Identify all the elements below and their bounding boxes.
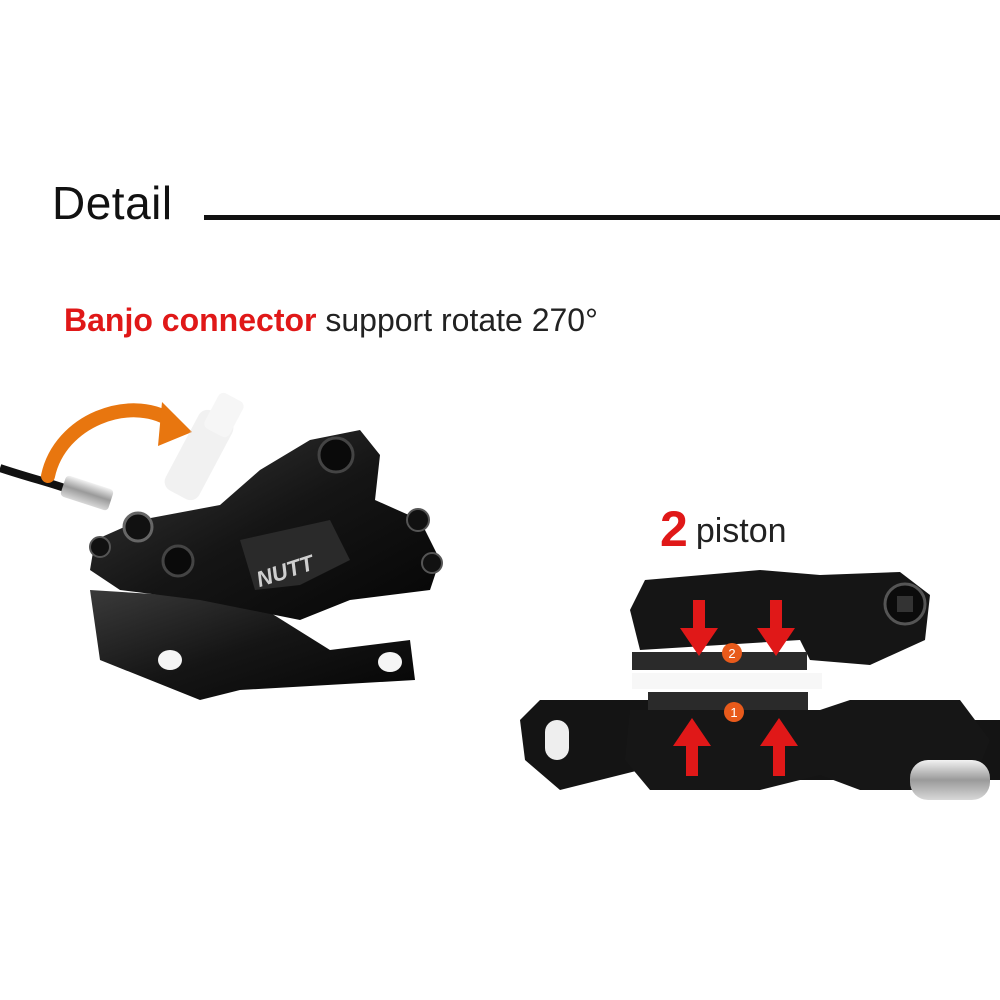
piston-marker-1-label: 1 bbox=[730, 705, 737, 720]
piston-label: piston bbox=[695, 512, 787, 550]
arrow-bottom-right-shaft bbox=[773, 744, 785, 776]
arrow-top-left-head bbox=[680, 628, 718, 656]
brake-pad-top bbox=[632, 652, 807, 670]
piston-arrows bbox=[673, 600, 798, 776]
hose-fitting bbox=[60, 475, 114, 511]
bracket-hole bbox=[378, 652, 402, 672]
banjo-caption-highlight: Banjo connector bbox=[64, 302, 317, 338]
caliper-bolt bbox=[89, 536, 111, 558]
brake-pad-bottom bbox=[648, 692, 808, 710]
banjo-caption-text: support rotate 270° bbox=[316, 302, 598, 338]
arrow-top-right-shaft bbox=[770, 600, 782, 630]
section-title: Detail bbox=[52, 177, 173, 229]
piston-marker-2 bbox=[722, 643, 742, 663]
rotate-arrow bbox=[41, 403, 177, 483]
caliper-bolt bbox=[161, 544, 195, 578]
arrow-bottom-right-head bbox=[760, 718, 798, 746]
arrow-bottom-left-head bbox=[673, 718, 711, 746]
caliper-bolt bbox=[421, 552, 443, 574]
mount-bracket bbox=[90, 590, 415, 700]
banjo-caption: Banjo connector support rotate 270° bbox=[64, 302, 598, 339]
piston-marker-2-label: 2 bbox=[728, 646, 735, 661]
arrow-bottom-left-shaft bbox=[686, 744, 698, 776]
rotate-arrowhead bbox=[158, 402, 192, 446]
piston-count: 2 bbox=[660, 501, 688, 557]
closeup-fitting bbox=[910, 760, 990, 800]
arrow-top-left-shaft bbox=[693, 600, 705, 630]
ghost-connector bbox=[164, 392, 244, 501]
closeup-caliper-bottom bbox=[625, 700, 990, 790]
caliper-bolt bbox=[406, 508, 430, 532]
closeup-bracket-slot bbox=[545, 720, 569, 760]
caliper-bolt bbox=[122, 511, 154, 543]
caliper-bolt bbox=[317, 436, 355, 474]
bracket-hole bbox=[158, 650, 182, 670]
title-underline bbox=[204, 215, 1000, 220]
arrow-top-right-head bbox=[757, 628, 795, 656]
piston-marker-1 bbox=[724, 702, 744, 722]
